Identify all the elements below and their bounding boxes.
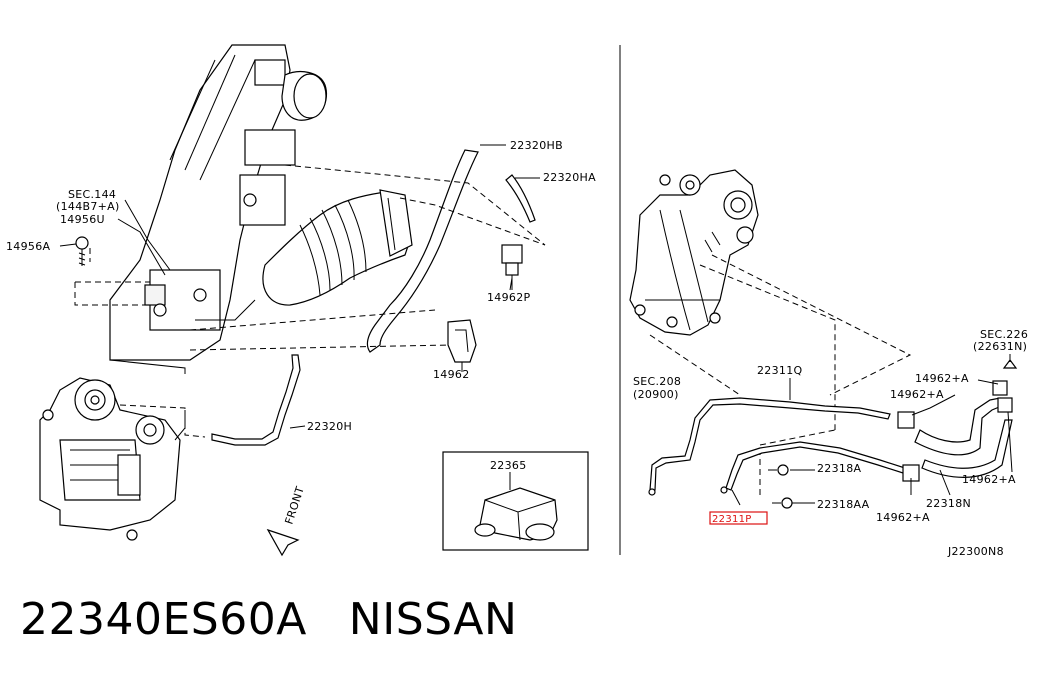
intake-manifold-drawing: [109, 44, 327, 374]
highlight-box-22311p: [709, 511, 768, 525]
right-leader-lines: [731, 354, 1013, 506]
right-guide-lines: [649, 254, 912, 495]
brand-name: NISSAN: [348, 594, 518, 645]
tube-22311p: [725, 441, 906, 491]
diagram-code: J22300N8: [947, 545, 1004, 558]
label-22311q: 22311Q: [757, 364, 802, 377]
label-14962a-4: 14962+A: [876, 511, 930, 524]
hose-22318n-lower: [921, 419, 1013, 478]
label-22311p-highlighted: 22311P: [712, 514, 752, 525]
label-sec208: SEC.208: [633, 375, 681, 388]
clip-14962p-drawing: [501, 244, 523, 290]
intake-duct-drawing: [262, 189, 413, 306]
label-14962a-2: 14962+A: [890, 388, 944, 401]
diagram-labels: SEC.144 (144B7+A) 14956U 14956A 22320HB …: [6, 139, 1028, 558]
right-panel: [629, 169, 1018, 509]
label-sec144-sub: (144B7+A): [56, 200, 120, 213]
label-14962p: 14962P: [487, 291, 530, 304]
clips-14962a-drawing: [897, 359, 1018, 482]
label-front: FRONT: [282, 485, 306, 526]
sensor-22365-box: [442, 451, 589, 551]
hose-22318n: [914, 397, 1005, 456]
label-sec208-sub: (20900): [633, 388, 679, 401]
label-22318a: 22318A: [817, 462, 861, 475]
left-guide-lines: [74, 164, 546, 438]
label-22365: 22365: [490, 459, 527, 472]
clip-14962-drawing: [447, 319, 477, 372]
turbocharger-drawing: [39, 377, 186, 541]
label-22320ha: 22320HA: [543, 171, 596, 184]
tube-22311q: [649, 397, 891, 491]
hose-22320hb: [366, 149, 479, 353]
label-22318aa: 22318AA: [817, 498, 870, 511]
label-22320hb: 22320HB: [510, 139, 563, 152]
left-leader-lines: [59, 144, 540, 429]
catalytic-converter-drawing: [629, 169, 759, 336]
bolts-22318-drawing: [648, 464, 793, 509]
label-14962a-3: 14962+A: [962, 473, 1016, 486]
label-sec226: SEC.226: [980, 328, 1028, 341]
hose-22320h: [211, 354, 301, 446]
label-14956u: 14956U: [60, 213, 105, 226]
label-22318n: 22318N: [926, 497, 971, 510]
part-number: 22340ES60A: [20, 594, 307, 645]
label-14962: 14962: [433, 368, 470, 381]
label-22320h: 22320H: [307, 420, 352, 433]
label-14956a: 14956A: [6, 240, 50, 253]
part-number-title: 22340ES60A NISSAN: [20, 594, 517, 645]
label-14962a-1: 14962+A: [915, 372, 969, 385]
left-panel: [39, 44, 589, 557]
label-sec226-sub: (22631N): [973, 340, 1027, 353]
label-sec144: SEC.144: [68, 188, 116, 201]
bolt-14956a-drawing: [75, 236, 89, 266]
hose-22320ha: [505, 174, 536, 223]
front-arrow-icon: [266, 528, 300, 557]
